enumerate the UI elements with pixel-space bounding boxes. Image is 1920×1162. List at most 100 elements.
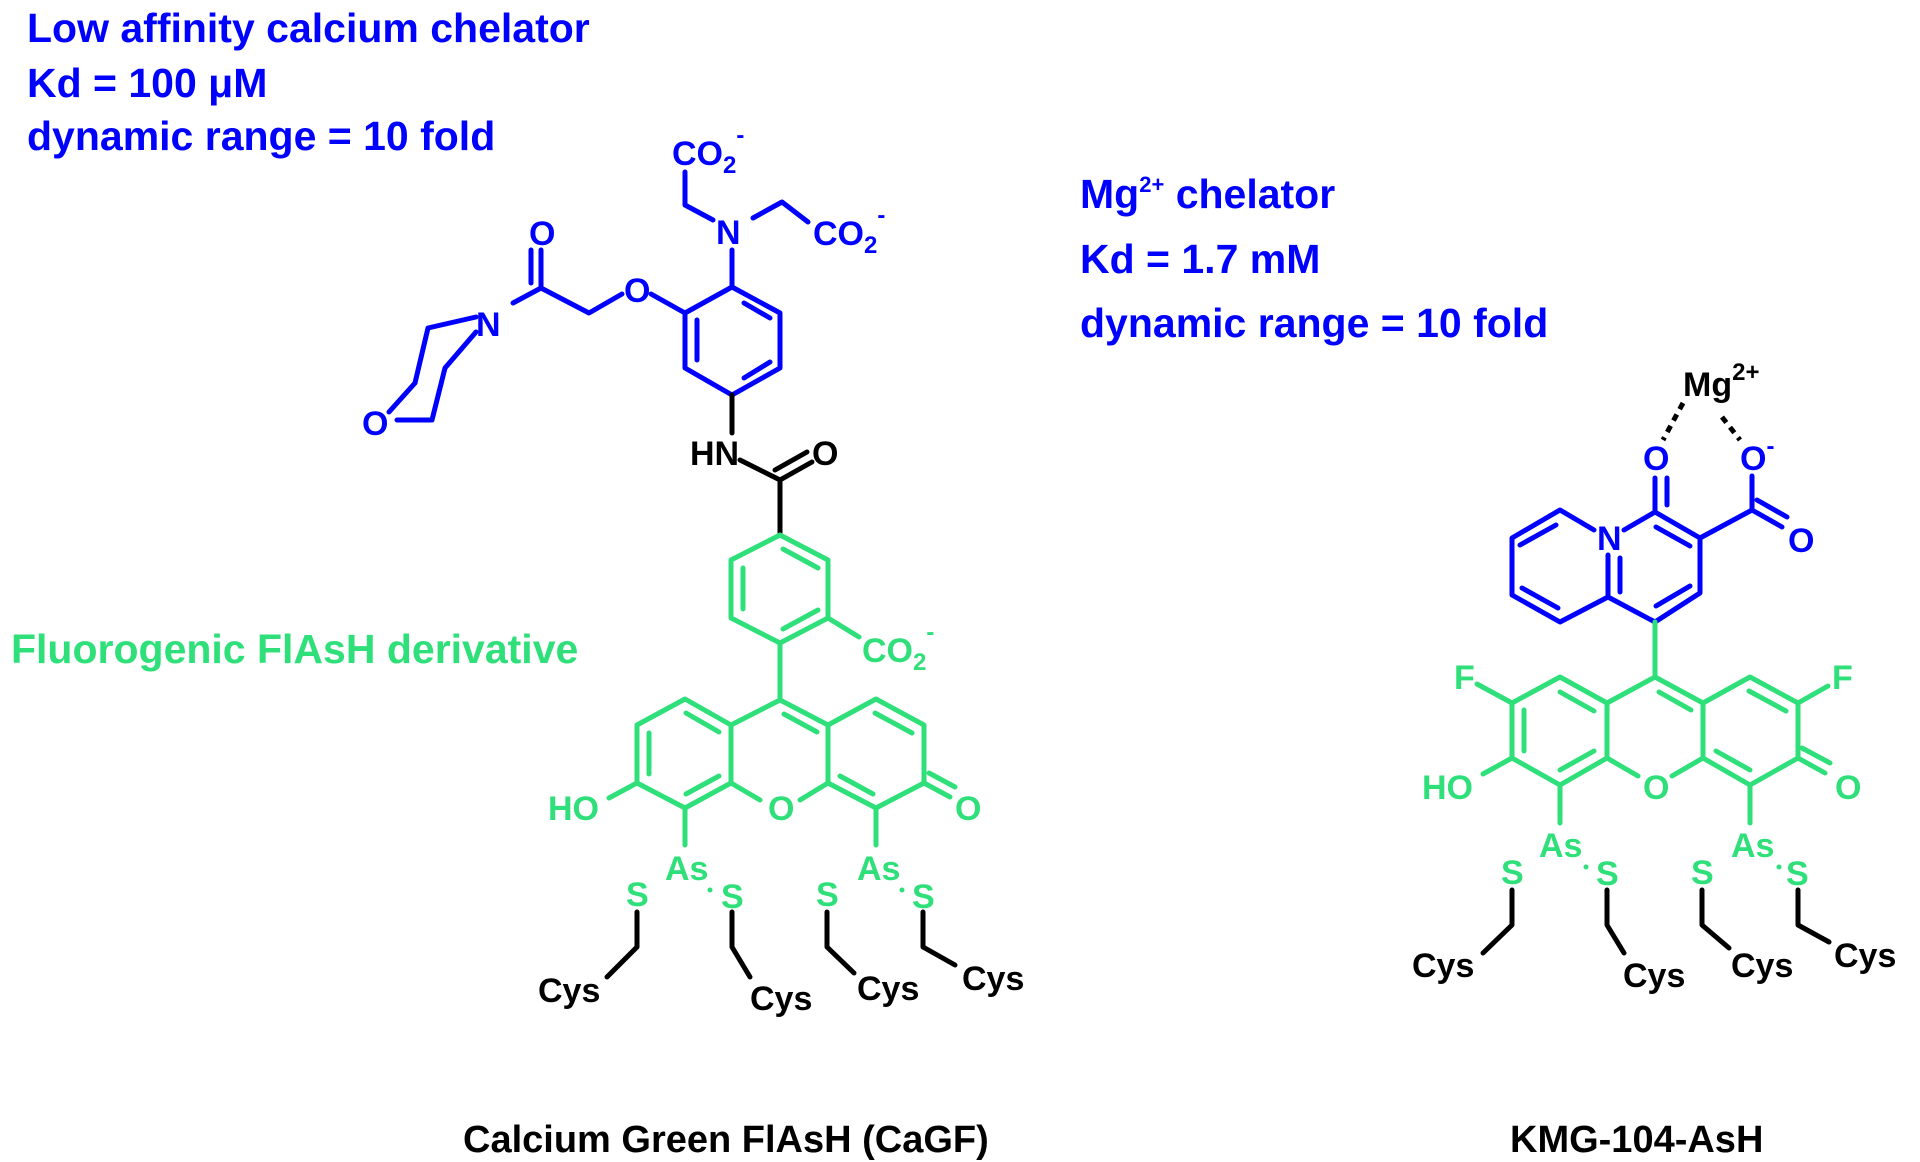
s-cys-bond (824, 909, 857, 976)
morpholine-bond-b (394, 329, 479, 423)
atom-as-right: As (1731, 827, 1774, 865)
left-annotation: Low affinity calcium chelator Kd = 100 μ… (27, 5, 590, 159)
cys-bonds (604, 909, 958, 980)
atom-as-right: As (857, 850, 900, 888)
f-bond-right (1795, 683, 1831, 706)
f-bond-left (1474, 681, 1515, 706)
xanthene-double-bond (837, 773, 876, 797)
atom-o-carbonyl: O (1643, 440, 1669, 478)
atom-o-xanthene: O (1643, 769, 1669, 807)
left-annotation-kd: Kd = 100 μM (27, 60, 267, 106)
atom-o-carbonyl: O (529, 215, 555, 253)
cagf-atom-labels: CO2- N CO2- O O N O HN O CO2- HO O O As … (362, 122, 1024, 1018)
xanthene-o-bond (1669, 755, 1706, 779)
kmg-molecule: Mg2+ O O- O N F F HO O O As As S S S S C… (1412, 359, 1896, 995)
mg-label: Mg (1080, 171, 1139, 217)
atom-o-keto: O (955, 790, 981, 828)
atom-as-left: As (1539, 827, 1582, 865)
xanthene-double-bond (683, 773, 722, 797)
xanthene-double-bond (1557, 748, 1597, 773)
benzoate-co2-bond (825, 615, 862, 640)
xanthene-double-bond (683, 710, 722, 735)
fluorophore-bonds (606, 532, 958, 848)
atom-s: S (1501, 854, 1524, 892)
atom-o-keto: O (1835, 769, 1861, 807)
carboxyl-co-double (1754, 497, 1790, 520)
mg-charge: 2+ (1139, 172, 1164, 197)
fluorophore-label: Fluorogenic FlAsH derivative (11, 626, 578, 672)
chelator-label: chelator (1164, 171, 1335, 217)
right-annotation-dynamic-range: dynamic range = 10 fold (1080, 300, 1548, 346)
atom-o-carboxyl: O (1788, 522, 1814, 560)
atom-cys: Cys (857, 970, 919, 1008)
difluoro-xanthene-bonds (1474, 619, 1833, 826)
ring-double-bond (741, 359, 773, 381)
atom-s: S (912, 878, 935, 916)
xanthene-o-bond (1604, 755, 1641, 779)
coordination-bond (1660, 401, 1686, 442)
oxyacetyl-bond (510, 285, 625, 316)
ring-double-bond (1653, 524, 1693, 549)
atom-cys: Cys (962, 960, 1024, 998)
xanthene-double-bond (1656, 689, 1694, 713)
xanthene-right-ring (777, 696, 927, 811)
ring-o-bond (648, 291, 688, 316)
ch2-co2-up-bond (682, 169, 716, 223)
atom-s: S (1691, 854, 1714, 892)
xanthene-left-ring (634, 696, 783, 811)
as-s-dot (707, 887, 713, 893)
cys-bonds (1480, 887, 1832, 956)
ring-double-bond (741, 300, 773, 321)
ch2-co2-right-bond (750, 199, 811, 225)
as-s-dot (1776, 864, 1782, 870)
ring-double-bond (1653, 583, 1693, 609)
atom-as-left: As (665, 850, 708, 888)
atom-o-carboxylate: O- (1740, 433, 1774, 478)
atom-cys: Cys (1412, 947, 1474, 985)
xanthene-double-bond (1746, 688, 1789, 714)
xanthene-double-bond (1557, 689, 1597, 714)
s-cys-bond (729, 909, 753, 980)
s-cys-bond (1604, 887, 1627, 956)
as-s-dot (1583, 864, 1589, 870)
atom-cys: Cys (1623, 957, 1685, 995)
xanthene-o-bond (728, 780, 763, 803)
amide-co-bond (777, 459, 815, 483)
atom-s: S (626, 876, 649, 914)
atom-co2-right: CO2- (813, 202, 885, 259)
atom-f-right: F (1832, 659, 1853, 697)
right-annotation: Mg2+ chelator Kd = 1.7 mM dynamic range … (1080, 171, 1548, 346)
ring-double-bond (1519, 585, 1561, 611)
xanthene-left-ring (1509, 674, 1658, 788)
atom-s: S (721, 878, 744, 916)
atom-ho: HO (548, 790, 599, 828)
morpholine-bond-a (386, 314, 479, 415)
mg-coordination (1660, 401, 1742, 442)
atom-ho: HO (1422, 769, 1473, 807)
atom-n-amine: N (716, 214, 741, 252)
keto-bond (921, 780, 953, 800)
atom-o-morpholine: O (362, 405, 388, 443)
linker-bonds (729, 392, 815, 538)
xanthene-o-bond (797, 780, 831, 803)
s-cys-bond (1795, 887, 1832, 945)
atom-cys: Cys (750, 980, 812, 1018)
ring-double-bond (780, 546, 821, 571)
chelator-bonds (386, 169, 811, 423)
ho-bond (606, 780, 640, 801)
atom-n-morpholine: N (476, 306, 501, 344)
cagf-molecule: CO2- N CO2- O O N O HN O CO2- HO O O As … (362, 122, 1024, 1018)
atom-o-xanthene: O (768, 790, 794, 828)
xanthene-right-ring (1652, 674, 1801, 788)
benzoate-ring (728, 532, 831, 646)
kmg-atom-labels: Mg2+ O O- O N F F HO O O As As S S S S C… (1412, 359, 1896, 995)
atom-mg: Mg2+ (1683, 359, 1759, 404)
atom-o-amide: O (812, 435, 838, 473)
s-cys-bond (1699, 887, 1732, 951)
atom-n-ring: N (1597, 520, 1622, 558)
atom-hn: HN (690, 435, 739, 473)
atom-cys: Cys (1834, 937, 1896, 975)
caption-kmg-104-ash: KMG-104-AsH (1510, 1119, 1763, 1161)
left-annotation-dynamic-range: dynamic range = 10 fold (27, 113, 495, 159)
